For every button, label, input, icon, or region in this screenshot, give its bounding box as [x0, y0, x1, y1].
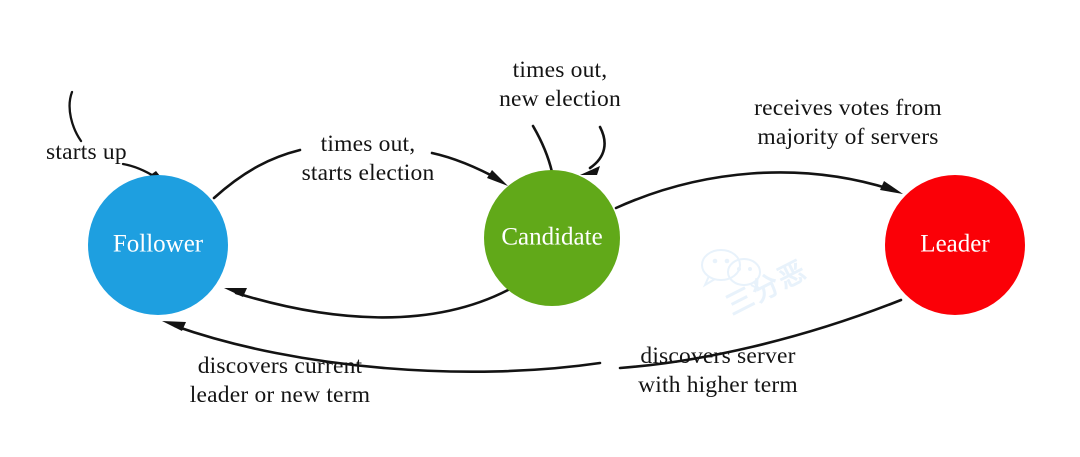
edge-label-starts-up: starts up — [46, 139, 127, 165]
edge-candidate-to-follower — [224, 288, 510, 319]
edge-label-times-out-new-election: times out,new election — [499, 57, 621, 112]
node-candidate[interactable]: Candidate — [484, 170, 620, 306]
edge-leader-to-follower — [162, 298, 903, 373]
edge-candidate-to-leader — [614, 171, 903, 210]
edge-label-times-out-starts-election: times out,starts election — [301, 131, 435, 186]
wechat-icon — [701, 249, 761, 290]
node-follower[interactable]: Follower — [88, 175, 228, 315]
node-follower-label: Follower — [113, 231, 204, 258]
edge-candidate-self-loop — [531, 124, 606, 175]
node-candidate-label: Candidate — [501, 224, 602, 251]
node-leader[interactable]: Leader — [885, 175, 1025, 315]
edge-follower-to-candidate — [212, 148, 508, 200]
node-leader-label: Leader — [920, 231, 990, 258]
